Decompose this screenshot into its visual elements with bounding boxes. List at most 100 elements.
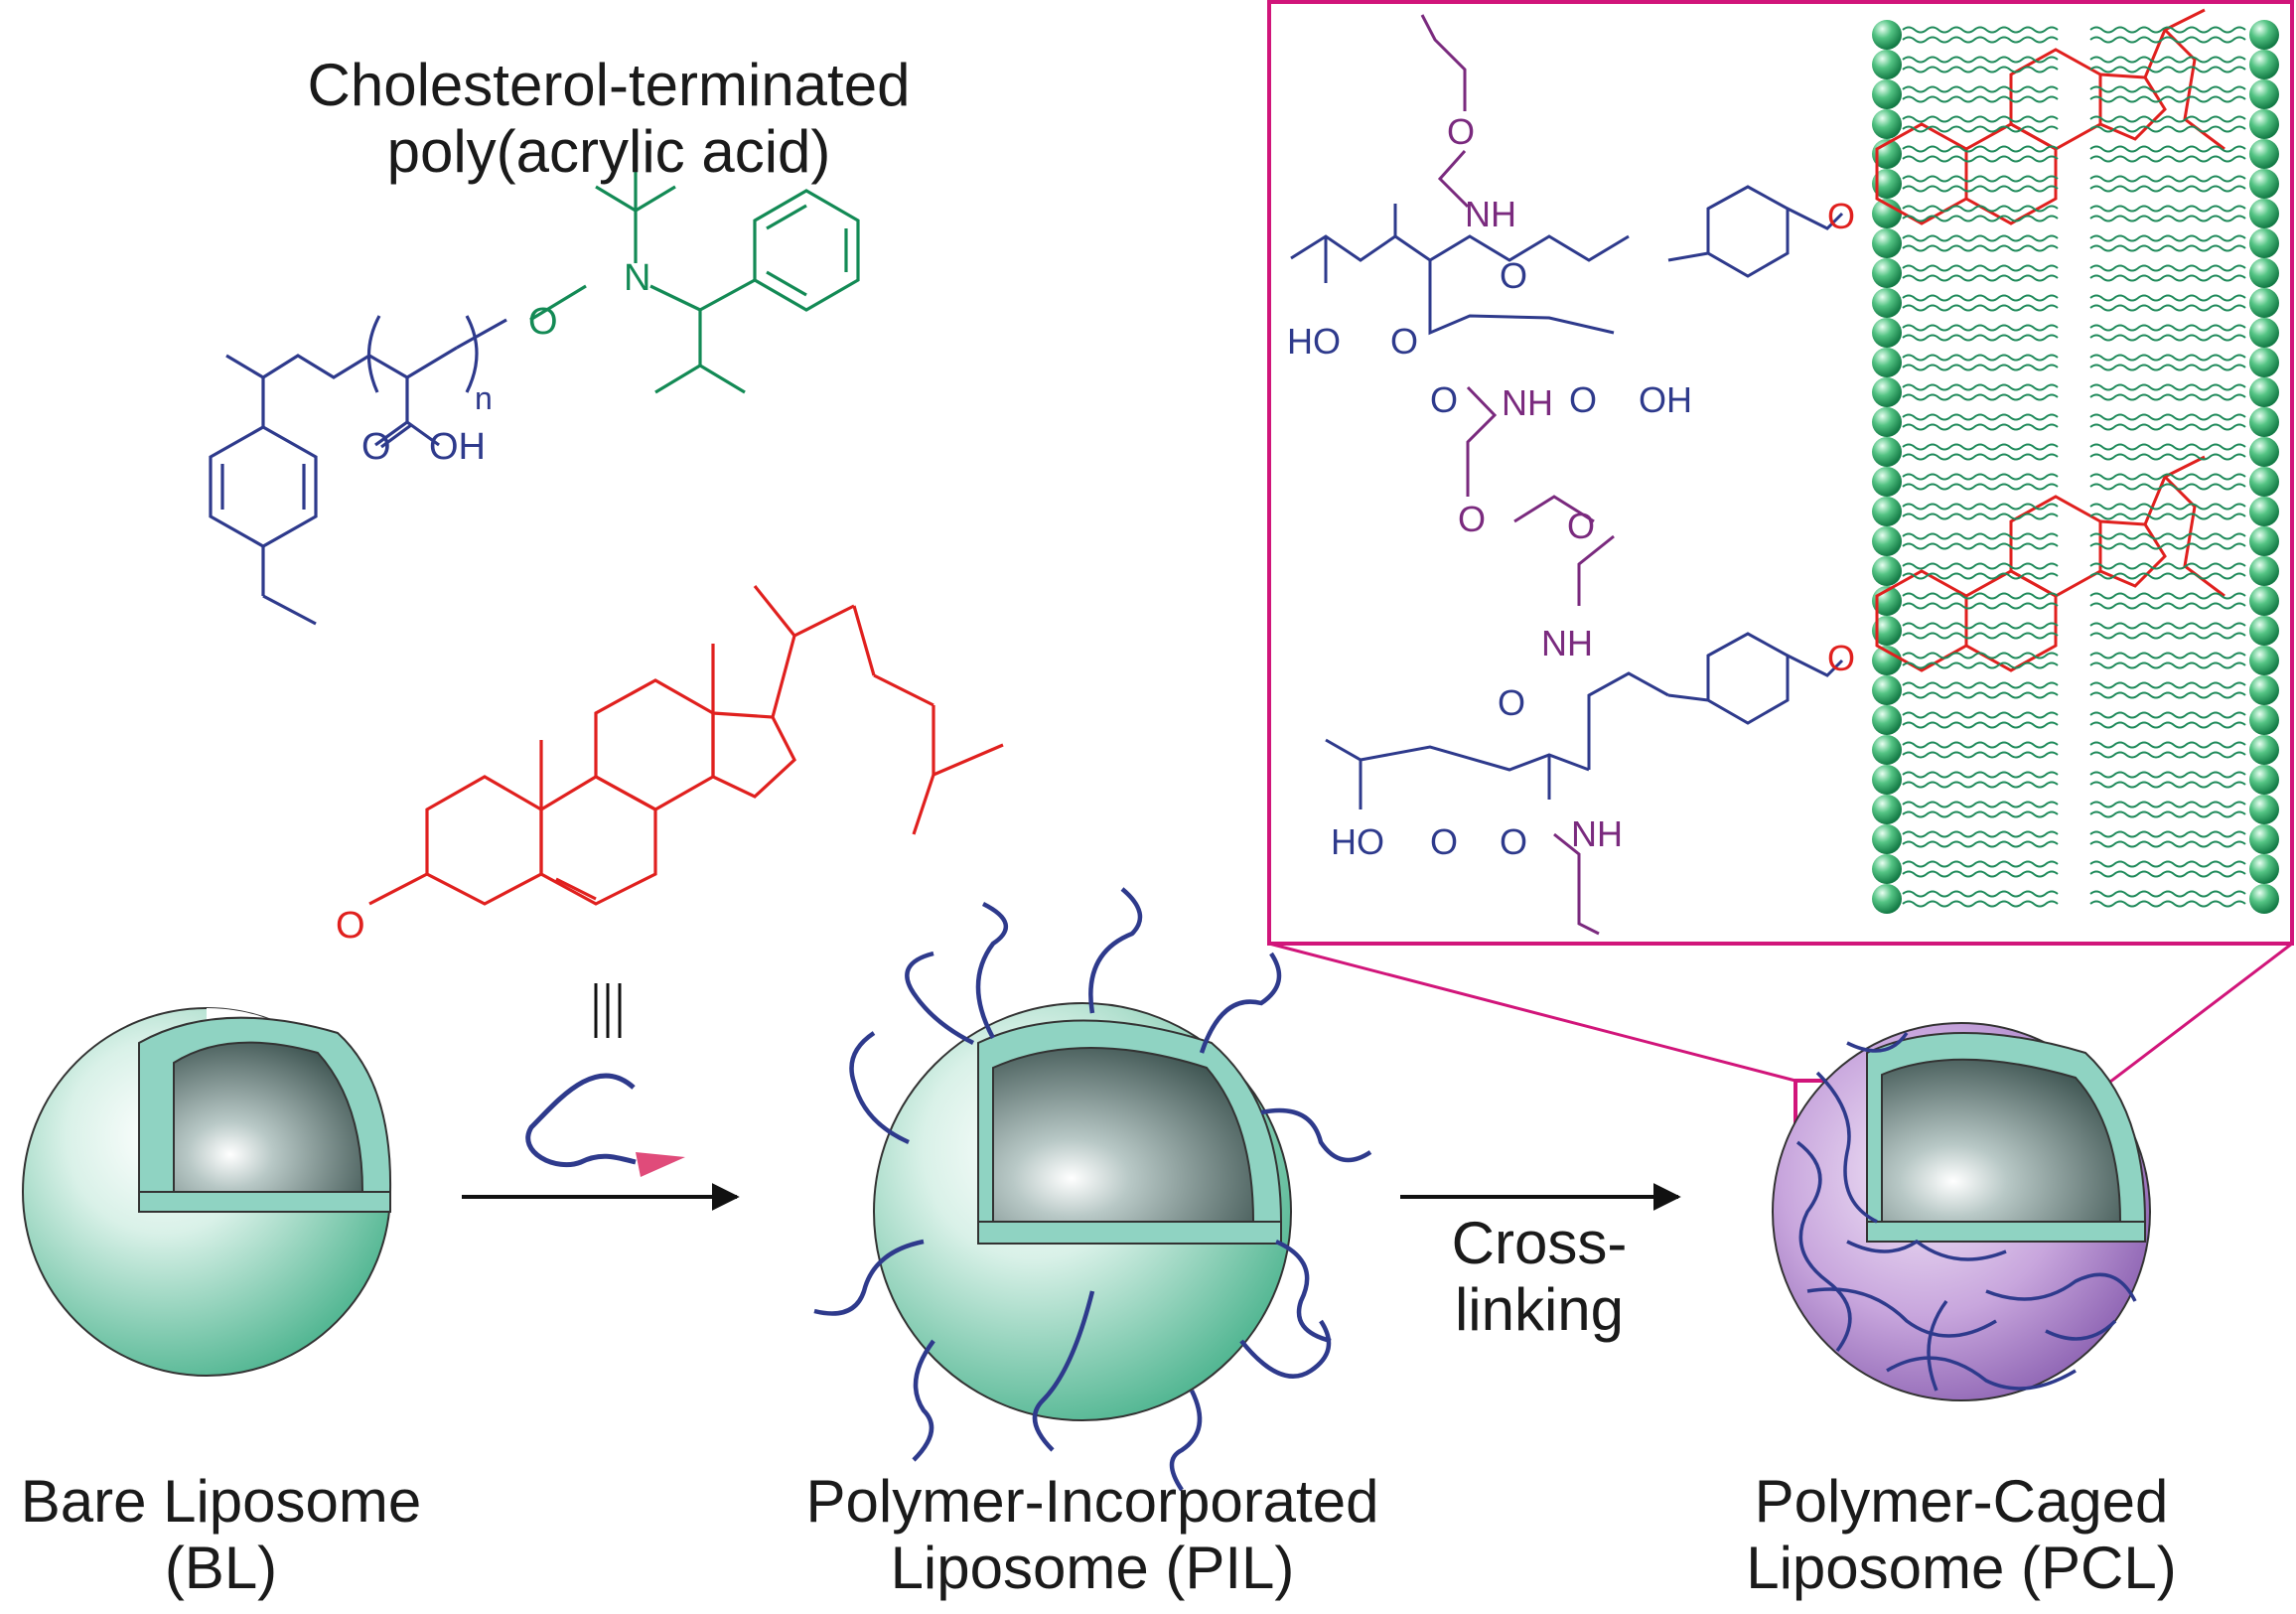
lipid-head-icon xyxy=(1872,556,1902,586)
lipid-tail xyxy=(2089,66,2246,73)
lipid-tail xyxy=(1902,205,2059,213)
nitroxide-group xyxy=(529,171,860,394)
lipid-tail xyxy=(1902,622,2059,630)
lipid-head-icon xyxy=(2249,646,2279,675)
nitroxide-oxygen-label: O xyxy=(528,301,558,343)
lipid-tail xyxy=(1902,572,2059,580)
lipid-head-icon xyxy=(1872,79,1902,109)
lipid-tail xyxy=(2089,900,2246,908)
pcl-label: Polymer-Caged Liposome (PCL) xyxy=(1678,1468,2244,1601)
lipid-tail xyxy=(1902,513,2059,520)
lipid-tail xyxy=(2089,244,2246,252)
lipid-head-icon xyxy=(1872,407,1902,437)
crosslinking-line2: linking xyxy=(1454,1276,1625,1344)
lipid-tail xyxy=(1902,840,2059,848)
lipid-tail xyxy=(2089,801,2246,808)
lipid-head-icon xyxy=(2249,20,2279,50)
lipid-head-icon xyxy=(2249,50,2279,79)
lipid-tail xyxy=(1902,652,2059,660)
inset-o-label-4: O xyxy=(1430,379,1458,420)
lipid-tail xyxy=(2089,870,2246,878)
lipid-tail xyxy=(2089,205,2246,213)
pil-line1: Polymer-Incorporated xyxy=(805,1468,1379,1535)
lipid-tail xyxy=(1902,185,2059,193)
lipid-tail xyxy=(1902,274,2059,282)
inset-o-label-2: O xyxy=(1569,379,1597,420)
lipid-tail xyxy=(2089,592,2246,600)
lipid-tail xyxy=(1902,751,2059,759)
inset-nh-label-1: NH xyxy=(1465,194,1516,234)
lipid-tail xyxy=(1902,890,2059,898)
cage-network xyxy=(1795,1031,2137,1392)
lipid-tail xyxy=(2089,473,2246,481)
paa-backbone xyxy=(209,315,507,626)
inset-ho-label-2: HO xyxy=(1331,821,1384,862)
lipid-tail xyxy=(1902,453,2059,461)
lipid-tail xyxy=(2089,652,2246,660)
lipid-tail xyxy=(1902,85,2059,93)
lipid-head-icon xyxy=(1872,228,1902,258)
lipid-head-icon xyxy=(1872,377,1902,407)
bare-liposome-line2: (BL) xyxy=(164,1535,278,1602)
inset-nh-label-3: NH xyxy=(1541,623,1593,663)
lipid-tail xyxy=(1902,95,2059,103)
polymer-caged-liposome-icon xyxy=(1772,1022,2151,1401)
lipid-head-icon xyxy=(2249,795,2279,824)
cholesterol-anchor-icon xyxy=(636,1152,685,1177)
bare-liposome-line1: Bare Liposome xyxy=(20,1468,422,1535)
lipid-tail xyxy=(2089,85,2246,93)
lipid-tail xyxy=(2089,26,2246,34)
zoom-inset-panel: HO O O OH O O HO O O O O NH NH O O NH NH xyxy=(1267,0,2294,1216)
lipid-tail xyxy=(2089,56,2246,64)
lipid-head-icon xyxy=(2249,407,2279,437)
equivalence-symbol xyxy=(594,983,622,1038)
pcl-line1: Polymer-Caged xyxy=(1754,1468,2169,1535)
inset-nh-label-2: NH xyxy=(1502,382,1553,423)
lipid-tail xyxy=(2089,215,2246,222)
ether-oxygen-label: O xyxy=(336,905,365,947)
lipid-head-icon xyxy=(1872,884,1902,914)
lipid-head-icon xyxy=(2249,228,2279,258)
lipid-tail xyxy=(2089,532,2246,540)
crosslinked-network xyxy=(1290,185,1844,809)
lipid-tail xyxy=(2089,234,2246,242)
bare-liposome-label: Bare Liposome (BL) xyxy=(0,1468,462,1601)
lipid-tail xyxy=(2089,393,2246,401)
lipid-head-icon xyxy=(2249,109,2279,139)
lipid-tail xyxy=(1902,234,2059,242)
inset-o-label-5: O xyxy=(1430,821,1458,862)
lipid-tail xyxy=(1902,691,2059,699)
lipid-head-icon xyxy=(1872,288,1902,318)
lipid-tail xyxy=(1902,334,2059,342)
lipid-tail xyxy=(2089,453,2246,461)
lipid-tail xyxy=(2089,771,2246,779)
lipid-tail xyxy=(2089,840,2246,848)
inset-ho-label-1: HO xyxy=(1287,321,1341,362)
lipid-tail xyxy=(2089,632,2246,640)
bare-liposome-icon xyxy=(22,1007,392,1377)
lipid-tail xyxy=(2089,503,2246,511)
inset-oh-label: OH xyxy=(1639,379,1692,420)
lipid-tail xyxy=(2089,602,2246,610)
lipid-head-icon xyxy=(2249,884,2279,914)
lipid-tail xyxy=(2089,354,2246,362)
lipid-head-icon xyxy=(1872,497,1902,526)
polymer-squiggle-icon xyxy=(525,1073,637,1168)
lipid-tail xyxy=(1902,145,2059,153)
lipid-head-icon xyxy=(2249,675,2279,705)
carbonyl-oxygen-label: O xyxy=(361,426,391,468)
lipid-tail xyxy=(1902,244,2059,252)
inset-o-label-1: O xyxy=(1390,321,1418,362)
lipid-head-icon xyxy=(2249,288,2279,318)
lipid-tail xyxy=(1902,830,2059,838)
hydroxyl-label: OH xyxy=(429,426,486,468)
lipid-tail xyxy=(2089,115,2246,123)
lipid-head-icon xyxy=(1872,646,1902,675)
lipid-head-icon xyxy=(1872,854,1902,884)
lipid-tail xyxy=(1902,801,2059,808)
lipid-tail xyxy=(2089,413,2246,421)
lipid-tail xyxy=(1902,304,2059,312)
lipid-head-icon xyxy=(1872,526,1902,556)
lipid-tail xyxy=(1902,602,2059,610)
lipid-tail xyxy=(2089,751,2246,759)
